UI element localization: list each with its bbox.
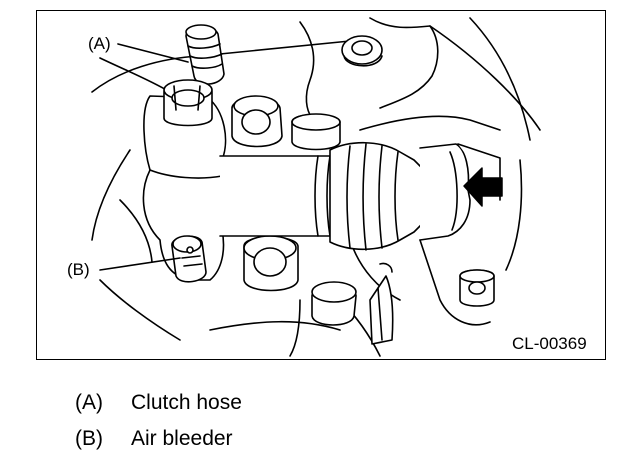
- stud-lower-right: [459, 269, 495, 307]
- air-bleeder: [171, 235, 207, 283]
- direction-arrow: [463, 167, 503, 207]
- legend-key-a: (A): [75, 391, 103, 414]
- transmission-case-outline: [91, 17, 541, 357]
- callout-label-b: (B): [67, 260, 90, 279]
- boss-mid: [291, 113, 341, 151]
- lower-bolt: [243, 235, 299, 292]
- legend-text-a: Clutch hose: [131, 391, 242, 414]
- legend-key-b: (B): [75, 427, 103, 450]
- leader-line-a: [117, 43, 189, 63]
- bolt-bottom: [311, 281, 357, 326]
- callout-label-a: (A): [88, 34, 111, 53]
- leader-line-b: [99, 257, 181, 271]
- detail-bottom-right: [289, 262, 393, 357]
- upper-bolt: [231, 95, 283, 148]
- legend-item-b: (B) Air bleeder: [75, 426, 233, 452]
- cylinder-barrel: [219, 155, 331, 237]
- clutch-release-cylinder-illustration: [91, 17, 541, 357]
- legend-text-b: Air bleeder: [131, 427, 233, 450]
- bracket-bottom-right: [369, 275, 394, 345]
- figure-code: CL-00369: [512, 334, 587, 353]
- legend-item-a: (A) Clutch hose: [75, 390, 242, 416]
- boss-top-right: [341, 35, 383, 67]
- clutch-hose: [185, 24, 225, 85]
- dust-boot: [329, 141, 425, 251]
- hose-union-bolt: [163, 79, 213, 127]
